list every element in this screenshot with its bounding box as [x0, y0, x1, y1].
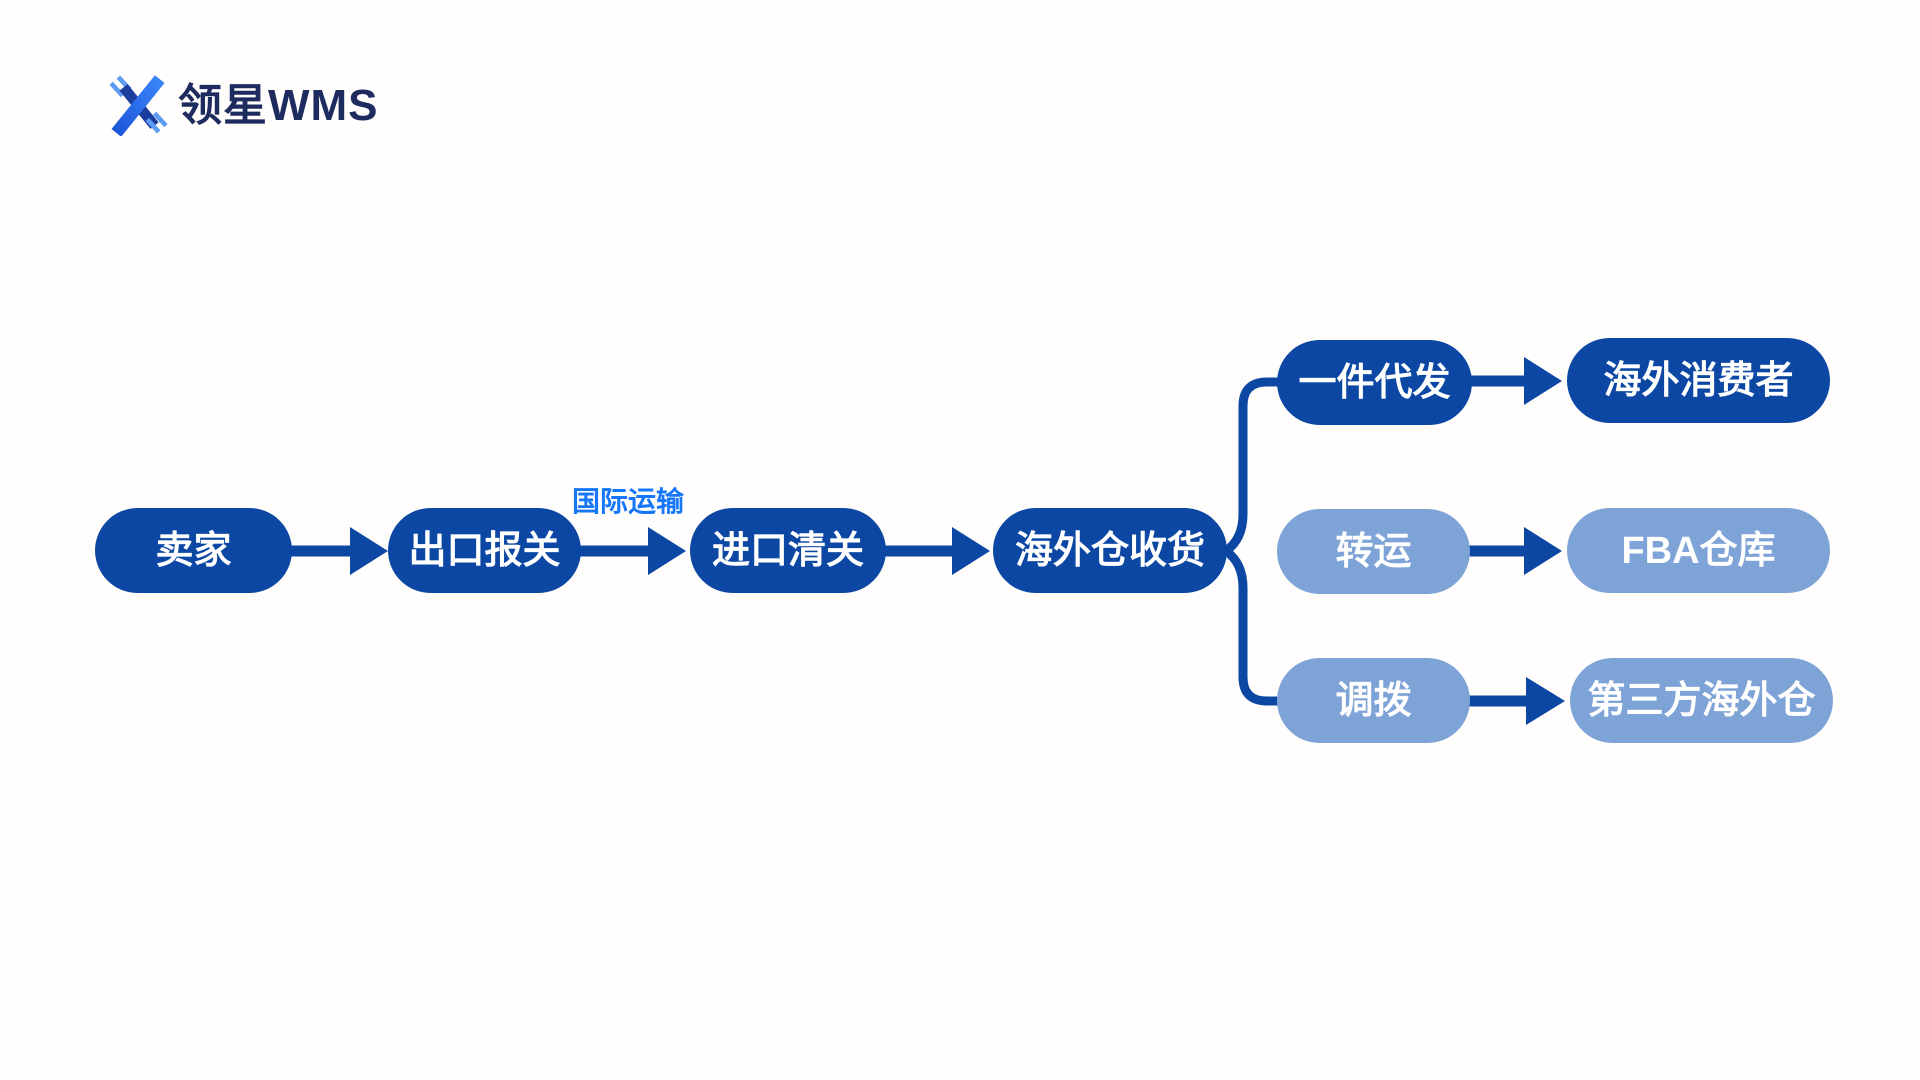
- arrowhead-transship-fba: [1524, 527, 1562, 575]
- node-seller: 卖家: [95, 508, 292, 593]
- lingxing-x-icon: [109, 75, 168, 136]
- arrowhead-export-import: [648, 527, 686, 575]
- arrowhead-seller-export: [350, 527, 388, 575]
- node-allocation: 调拨: [1277, 658, 1470, 743]
- arrowhead-import-receiving: [952, 527, 990, 575]
- node-overseas-warehouse-receiving: 海外仓收货: [993, 508, 1227, 593]
- node-import-customs: 进口清关: [690, 508, 886, 593]
- node-export-customs: 出口报关: [388, 508, 581, 593]
- arrowhead-dropship-consumer: [1524, 357, 1562, 405]
- node-third-party-overseas-warehouse: 第三方海外仓: [1570, 658, 1833, 743]
- node-fba-warehouse: FBA仓库: [1567, 508, 1830, 593]
- node-transshipment: 转运: [1277, 509, 1470, 594]
- international-transport-label: 国际运输: [571, 486, 684, 517]
- branch-line-top: [1221, 377, 1284, 556]
- arrowhead-allocation-third: [1526, 677, 1565, 725]
- logo-wordmark: 领星WMS: [178, 81, 379, 130]
- node-overseas-consumer: 海外消费者: [1567, 338, 1830, 423]
- lingxing-wms-logo: 领星WMS: [106, 74, 379, 136]
- node-dropshipping: 一件代发: [1277, 340, 1472, 425]
- branch-line-bottom: [1221, 546, 1284, 706]
